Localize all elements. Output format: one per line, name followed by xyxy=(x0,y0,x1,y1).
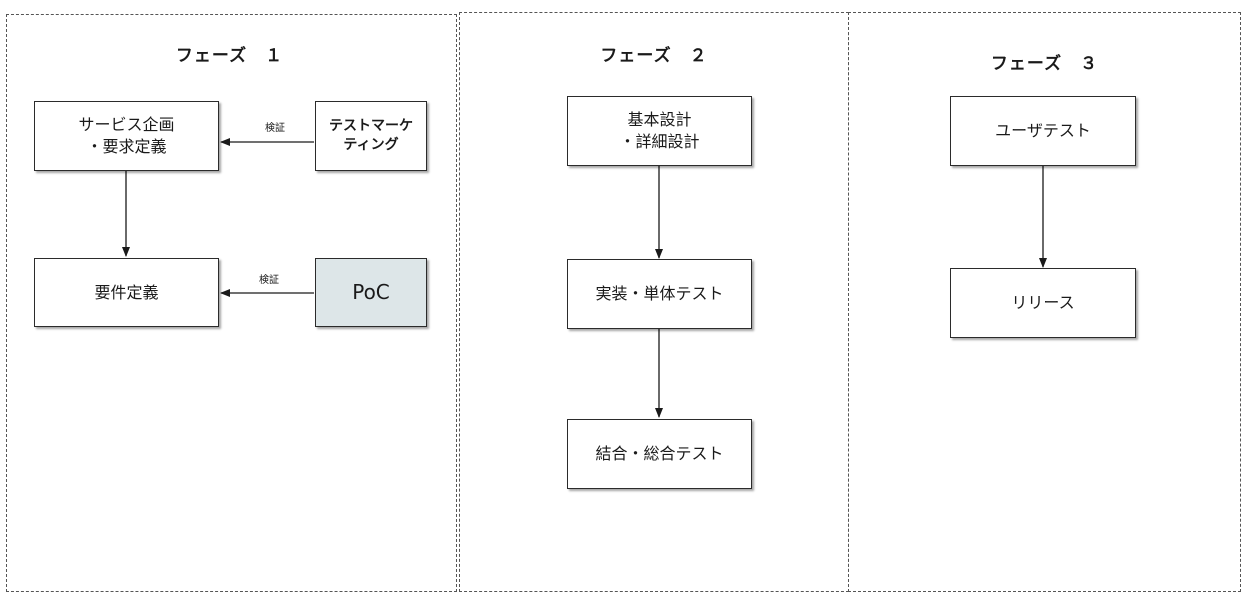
node-service-planning: サービス企画 ・要求定義 xyxy=(34,101,219,171)
phase-1-title: フェーズ １ xyxy=(175,46,284,66)
node-poc: PoC xyxy=(315,258,427,327)
verify-label-test-marketing: 検証 xyxy=(265,123,285,134)
node-requirements-definition: 要件定義 xyxy=(34,258,219,327)
node-user-test: ユーザテスト xyxy=(950,96,1136,166)
verify-label-poc: 検証 xyxy=(259,275,279,286)
phase-2-title: フェーズ ２ xyxy=(600,46,708,66)
node-implementation-unit-test: 実装・単体テスト xyxy=(567,259,752,329)
phase-1-panel: フェーズ １ xyxy=(6,14,457,592)
node-design: 基本設計 ・詳細設計 xyxy=(567,96,752,166)
node-test-marketing: テストマーケ ティング xyxy=(315,101,427,171)
node-integration-system-test: 結合・総合テスト xyxy=(567,419,752,489)
node-release: リリース xyxy=(950,268,1136,338)
phase-3-panel: フェーズ ３ xyxy=(848,12,1241,592)
phase-3-title: フェーズ ３ xyxy=(990,54,1099,74)
